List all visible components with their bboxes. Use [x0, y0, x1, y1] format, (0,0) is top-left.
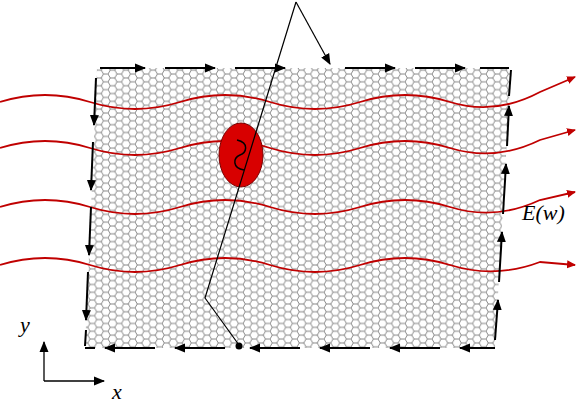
field-label: E(w) [522, 202, 565, 224]
contact-dot [236, 343, 243, 350]
axes [44, 342, 104, 381]
field-waves [0, 77, 575, 272]
leader-line [205, 2, 330, 345]
axis-label: y [20, 314, 30, 336]
edge-currents [85, 68, 511, 348]
wave-symbol [235, 140, 246, 170]
axis-label: x [112, 381, 122, 403]
